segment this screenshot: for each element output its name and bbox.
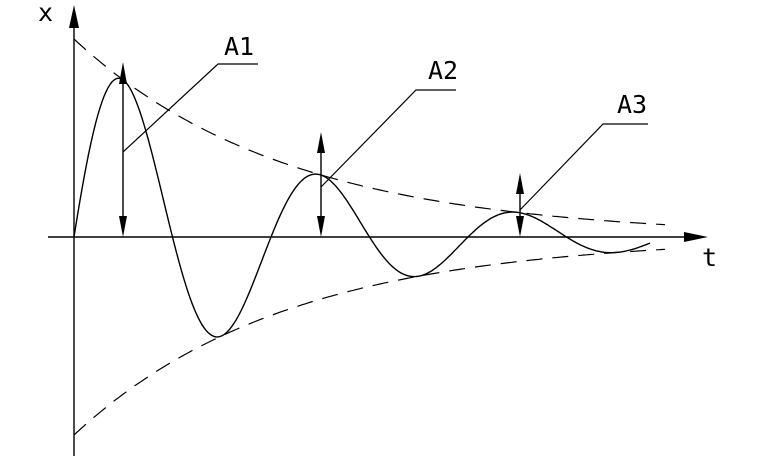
amplitude-a3-marker bbox=[516, 173, 524, 237]
amplitude-a2-marker bbox=[317, 132, 325, 237]
arrow-down-icon bbox=[119, 216, 127, 237]
label-a3: A3 bbox=[617, 90, 647, 119]
leader-line-a2 bbox=[320, 89, 456, 188]
arrow-down-icon bbox=[317, 216, 325, 237]
lower-envelope-curve bbox=[73, 248, 666, 436]
arrow-up-icon bbox=[317, 132, 325, 153]
arrow-up-icon bbox=[119, 62, 127, 84]
x-axis-label: t bbox=[702, 243, 717, 272]
y-axis-arrow-icon bbox=[69, 5, 79, 28]
leader-line-a1 bbox=[122, 63, 258, 153]
y-axis-label: x bbox=[38, 0, 53, 27]
upper-envelope-curve bbox=[73, 38, 666, 226]
damped-wave-curve bbox=[73, 77, 651, 338]
label-a1: A1 bbox=[224, 32, 254, 61]
leader-line-a3 bbox=[519, 123, 648, 211]
arrow-down-icon bbox=[516, 216, 524, 237]
label-a2: A2 bbox=[428, 56, 458, 85]
x-axis-arrow-icon bbox=[684, 232, 708, 242]
arrow-up-icon bbox=[516, 173, 524, 194]
